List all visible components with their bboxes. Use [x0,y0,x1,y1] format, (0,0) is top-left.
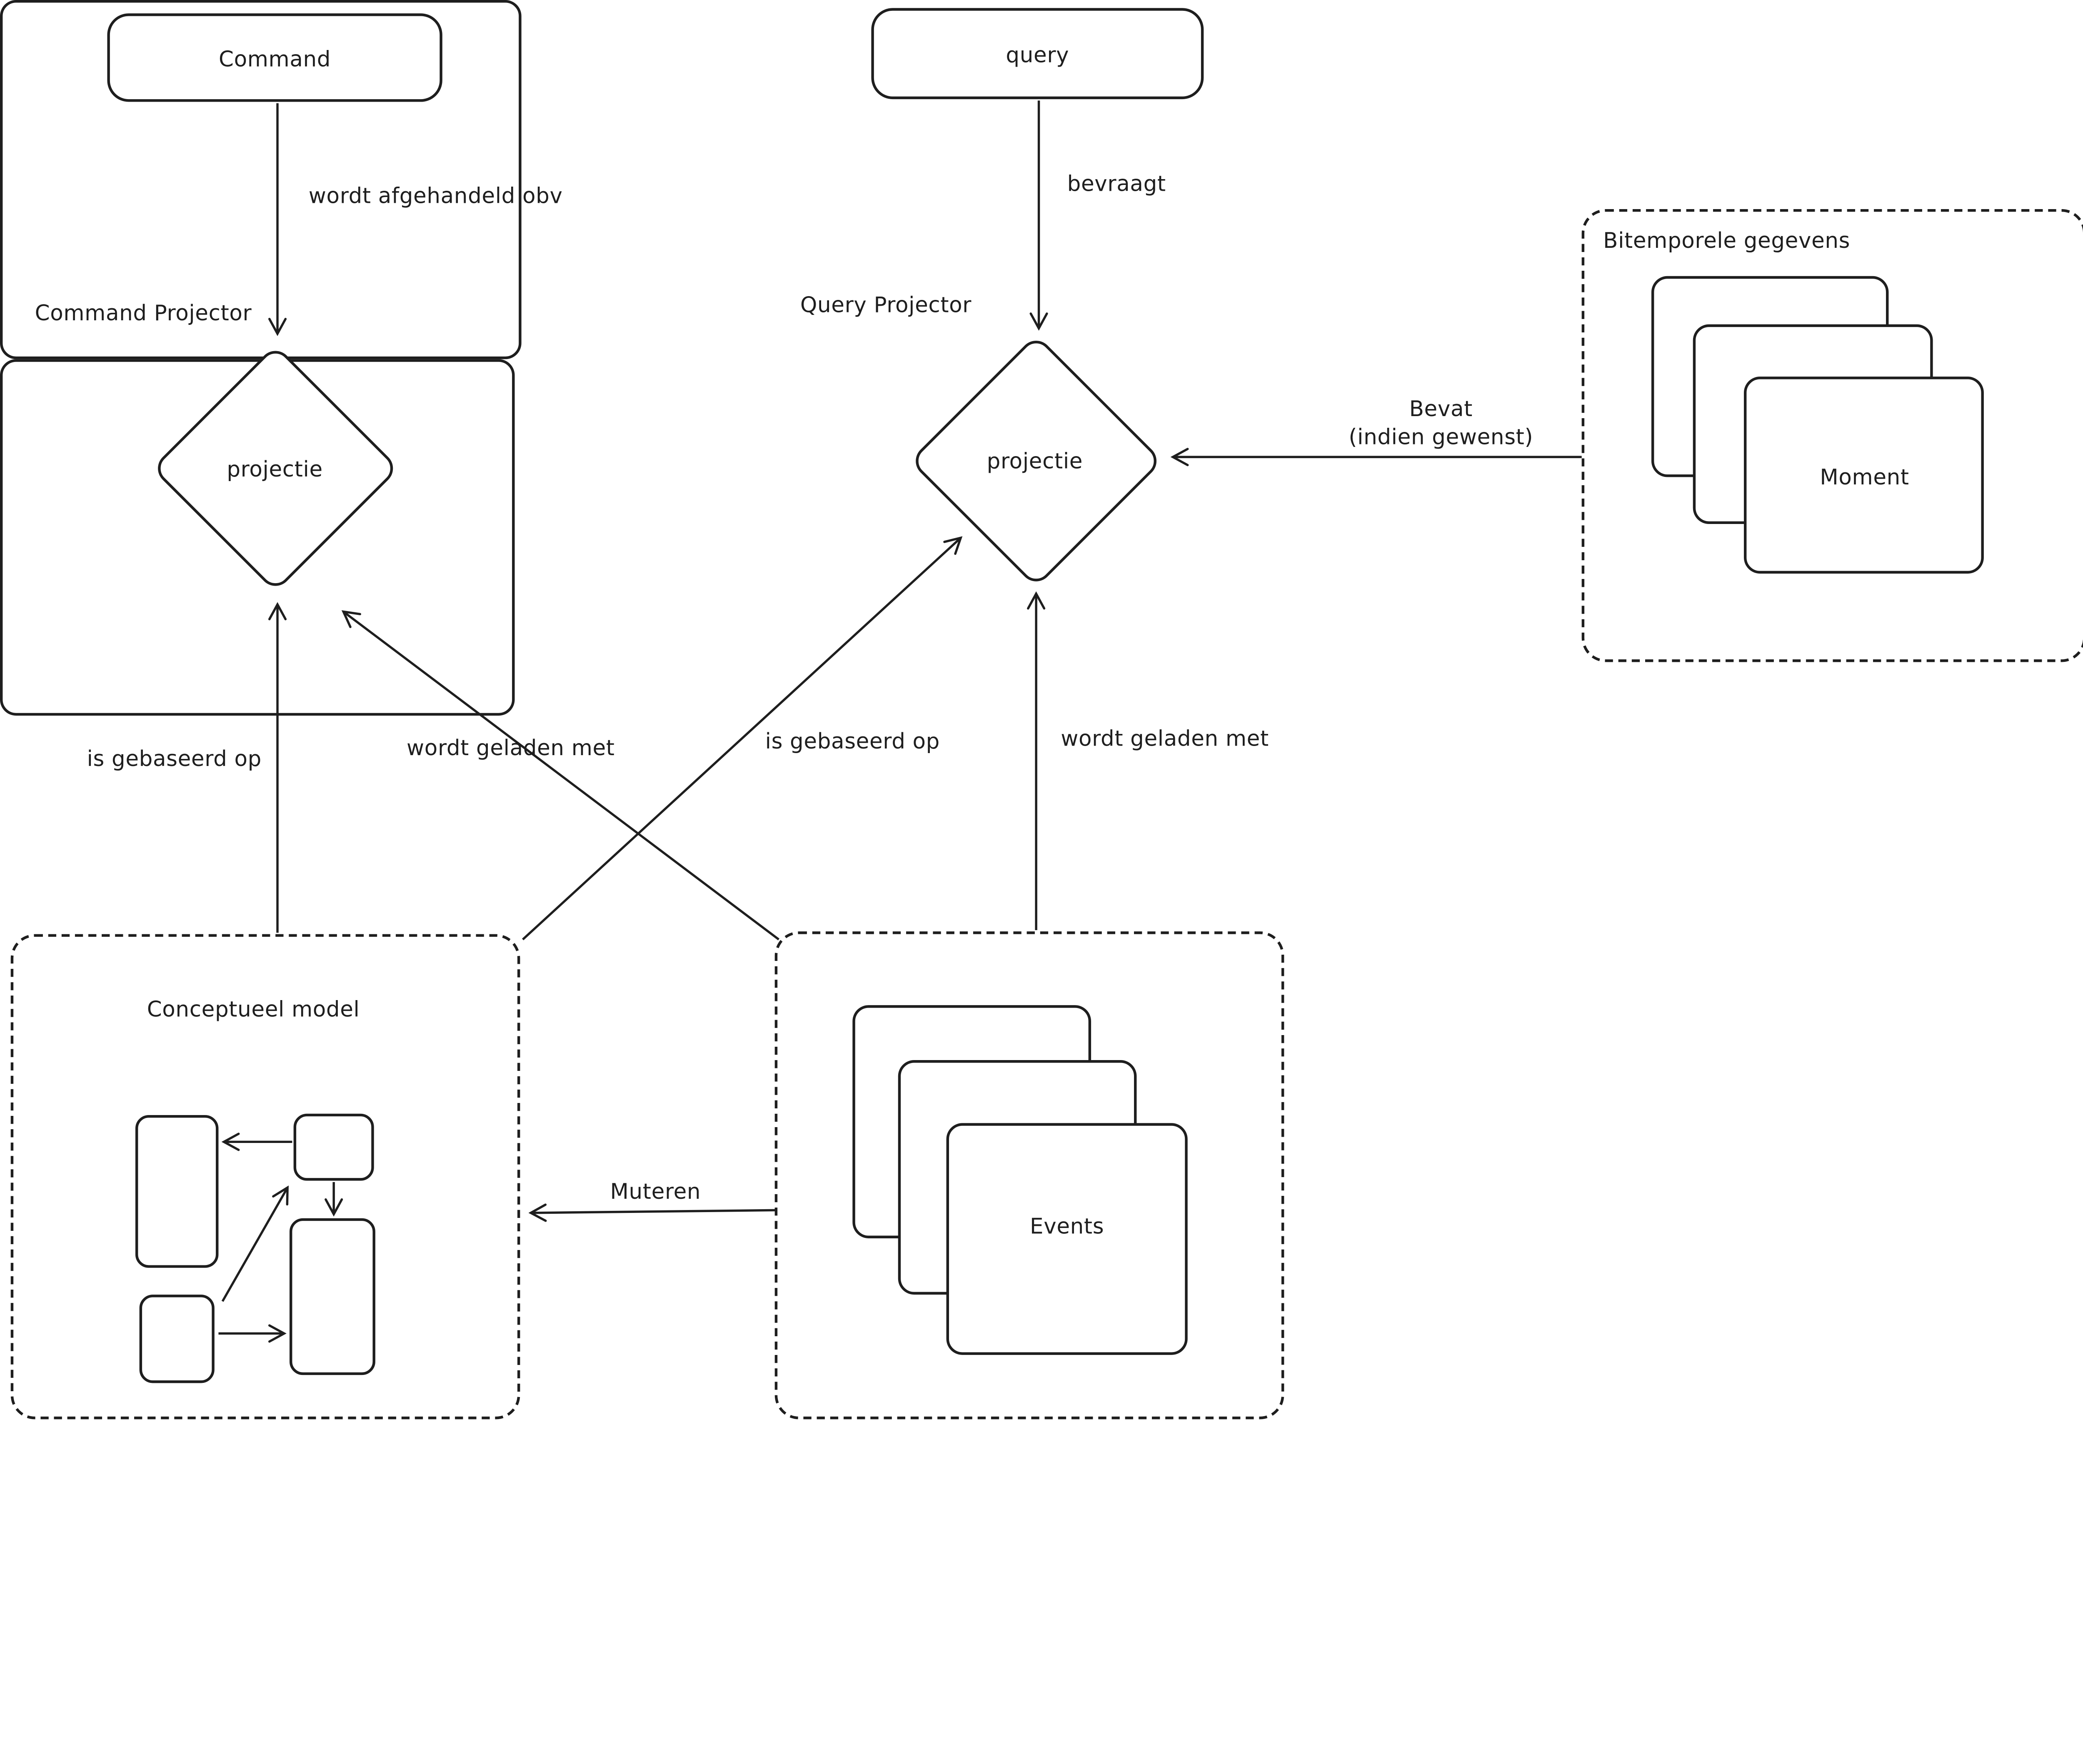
moment-card-front[interactable] [1743,377,1984,574]
conceptual-entity-small-bottom-left[interactable] [139,1295,215,1383]
projectie-label-command: projectie [227,456,323,482]
command-node-label: Command [219,46,331,72]
edge-label-based-on-left: is gebaseerd op [87,746,262,771]
events-container[interactable] [774,931,1284,1420]
edge-label-muteren: Muteren [610,1178,701,1204]
query-node-label: query [1006,42,1069,68]
command-node[interactable] [107,13,442,102]
conceptual-entity-tall-right[interactable] [289,1218,375,1375]
edge-label-loaded-with-left: wordt geladen met [407,735,615,761]
events-card-label: Events [1030,1213,1104,1239]
arrow-events-muteren-conceptual[interactable] [528,1203,776,1222]
conceptual-entity-small-top-right[interactable] [293,1113,374,1181]
bitemporal-title: Bitemporele gegevens [1603,227,1851,254]
edge-label-based-on-right: is gebaseerd op [765,728,940,754]
query-projector-title: Query Projector [800,292,972,318]
conceptual-entity-tall-left[interactable] [135,1115,219,1268]
edge-label-loaded-with-right: wordt geladen met [1061,726,1269,751]
command-projector-title: Command Projector [35,300,252,326]
edge-label-bevat-line2: (indien gewenst) [1349,424,1534,450]
query-node[interactable] [871,8,1204,100]
bitemporal-container[interactable] [1581,209,2083,662]
conceptual-model-container[interactable] [10,934,520,1420]
projectie-label-query: projectie [987,448,1083,474]
conceptual-model-title: Conceptueel model [147,996,360,1022]
moment-card-label: Moment [1820,464,1909,490]
events-card-front[interactable] [946,1123,1188,1355]
edge-label-bevat-line1: Bevat [1409,396,1473,422]
diagram-canvas: Command query Command Projector projecti… [0,0,2083,1420]
edge-label-handled: wordt afgehandeld obv [308,183,563,209]
edge-label-bevraagt: bevraagt [1067,171,1166,197]
